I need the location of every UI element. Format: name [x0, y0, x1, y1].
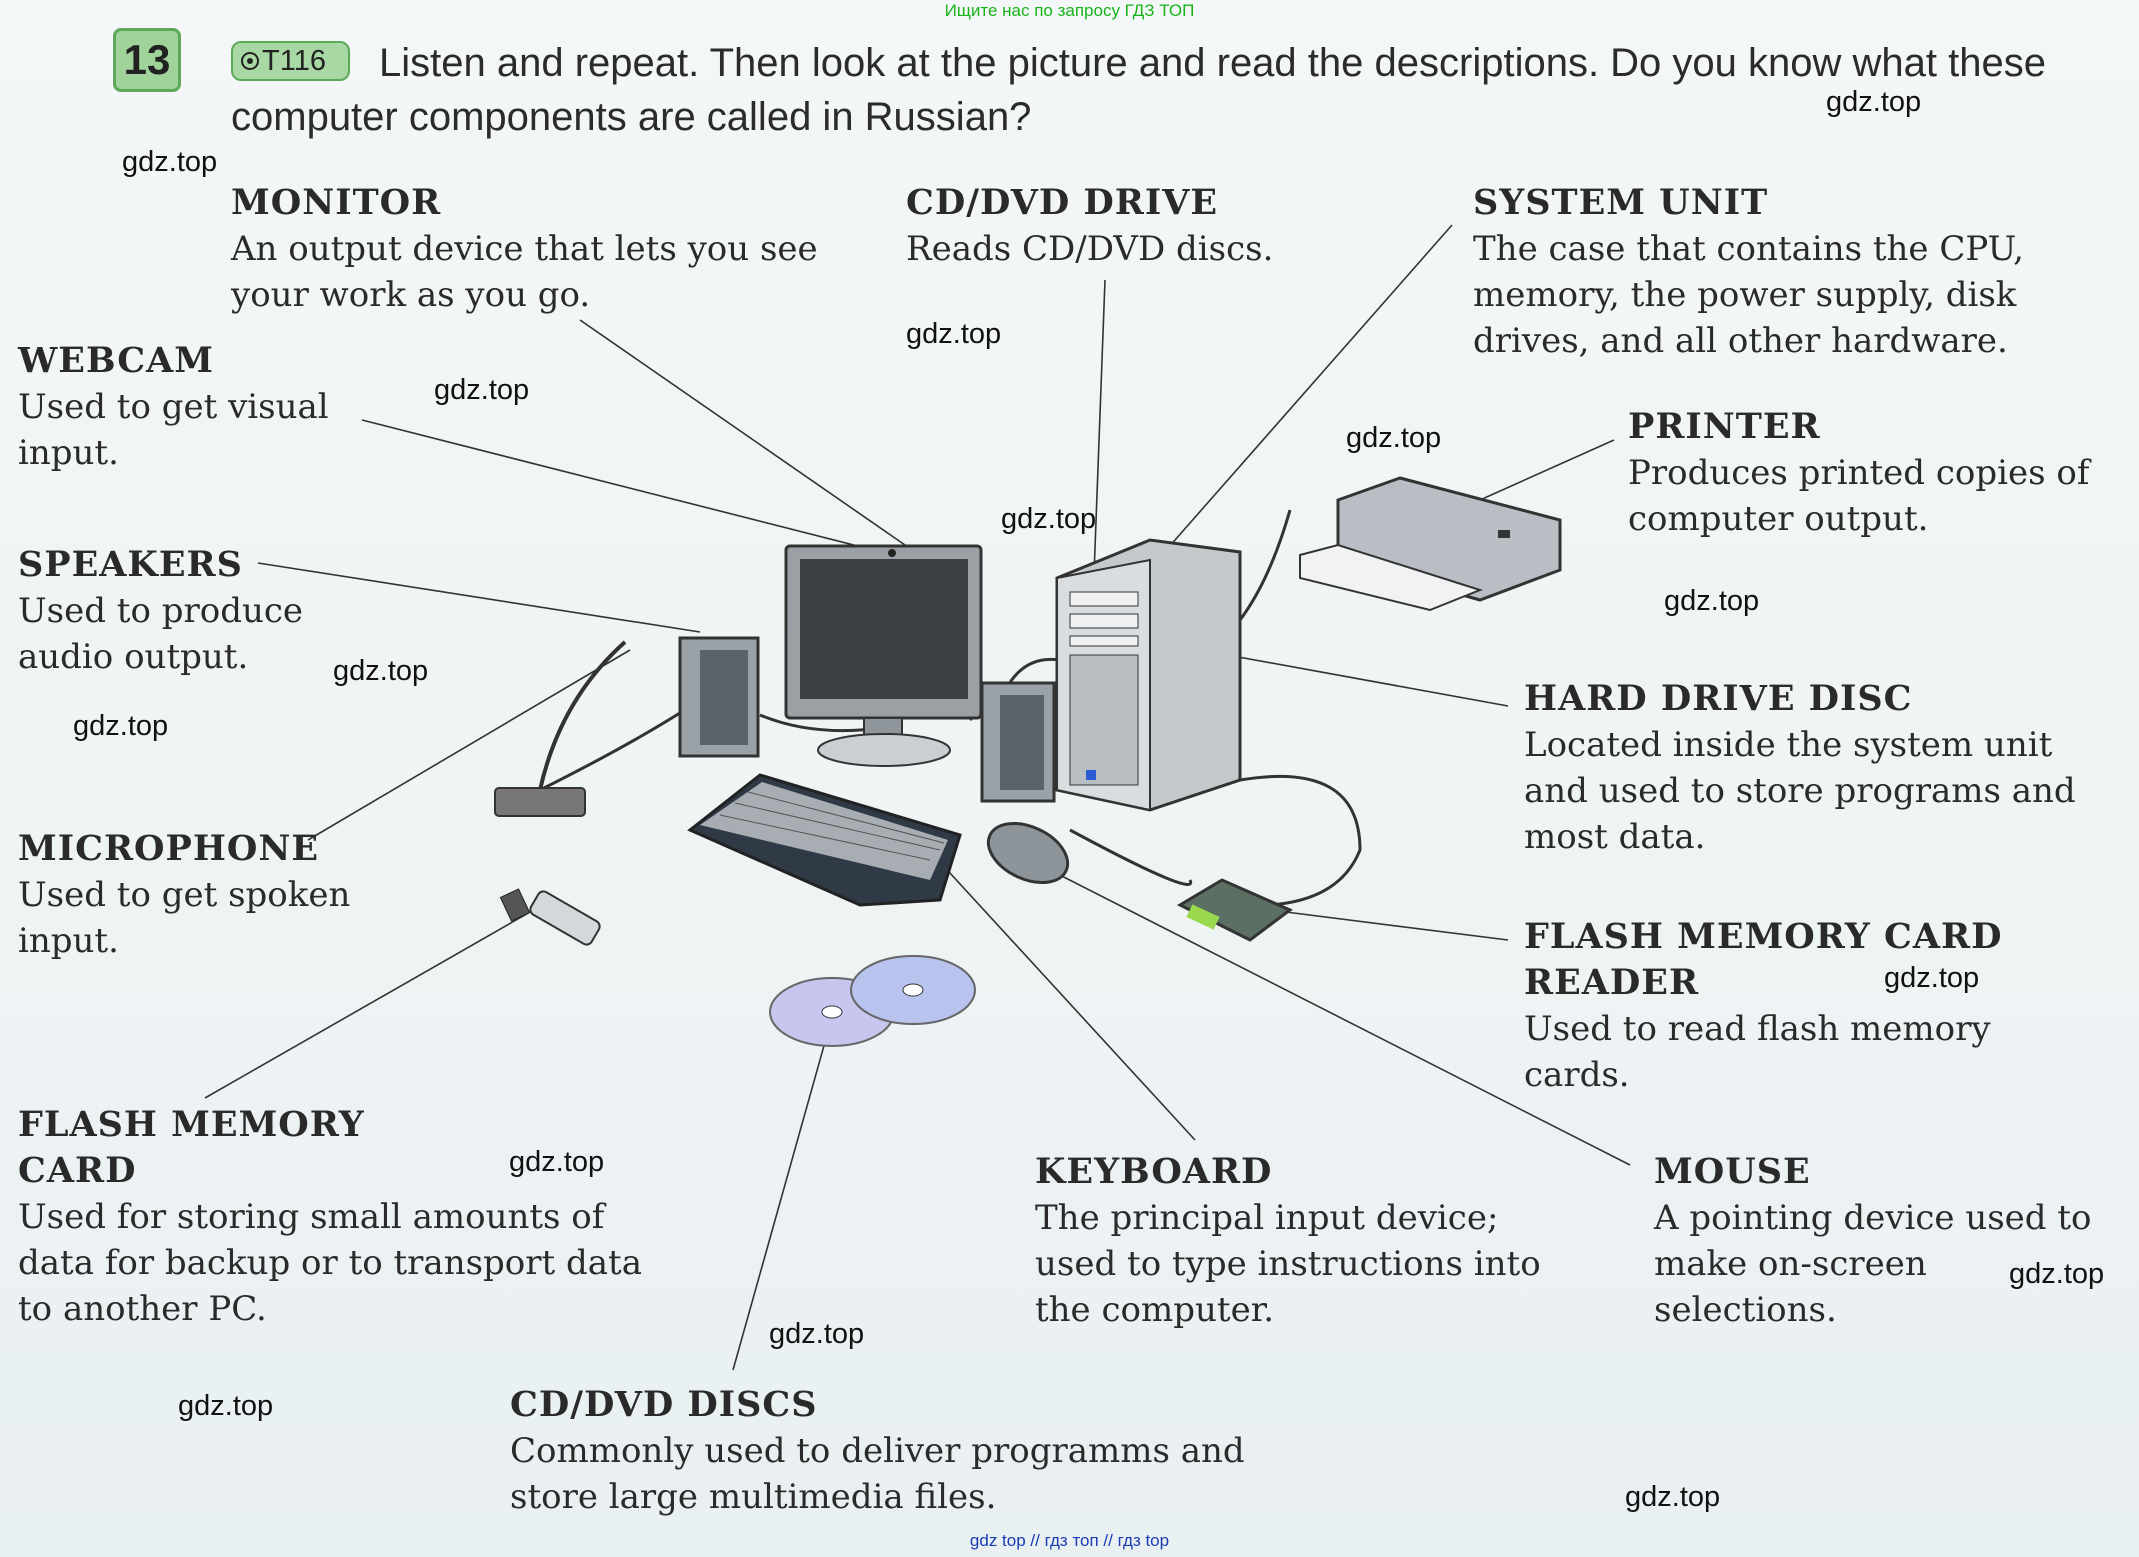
site-banner: Ищите нас по запросу ГДЗ ТОП: [944, 1, 1195, 20]
keyboard-title: KEYBOARD: [1035, 1151, 1273, 1192]
speakers-text: Used to produce audio output.: [18, 591, 304, 677]
exercise-number: 13: [113, 28, 181, 92]
cd-discs-title: CD/DVD DISCS: [510, 1384, 818, 1425]
card-reader-title: FLASH MEMORY CARD READER: [1524, 916, 2003, 1003]
microphone-text: Used to get spoken input.: [18, 875, 351, 961]
cd-drive-text: Reads CD/DVD discs.: [906, 229, 1274, 269]
speakers-title: SPEAKERS: [18, 544, 243, 585]
microphone-image: [494, 640, 627, 817]
speakers-description: SPEAKERS Used to produce audio output.: [18, 542, 338, 680]
card-reader-image: [1176, 878, 1293, 942]
webcam-text: Used to get visual input.: [18, 387, 329, 473]
printer-description: PRINTER Produces printed copies of compu…: [1628, 404, 2108, 542]
watermark: gdz.top: [178, 1390, 274, 1422]
printer-text: Produces printed copies of computer outp…: [1628, 453, 2090, 539]
watermark: gdz.top: [73, 710, 169, 742]
hard-drive-title: HARD DRIVE DISC: [1524, 678, 1913, 719]
site-footer: gdz top // гдз топ // гдз top: [969, 1531, 1170, 1550]
watermark: gdz.top: [1346, 422, 1442, 454]
watermark: gdz.top: [769, 1318, 865, 1350]
cd-discs-image: [769, 955, 976, 1047]
monitor-title: MONITOR: [231, 182, 442, 223]
monitor-description: MONITOR An output device that lets you s…: [231, 180, 851, 318]
watermark: gdz.top: [434, 374, 530, 406]
keyboard-image: [687, 773, 962, 907]
exercise-instruction: Listen and repeat. Then look at the pict…: [231, 41, 2046, 139]
microphone-description: MICROPHONE Used to get spoken input.: [18, 826, 358, 964]
printer-image: [1299, 476, 1562, 612]
mouse-text: A pointing device used to make on-screen…: [1654, 1198, 2092, 1330]
watermark: gdz.top: [1664, 585, 1760, 617]
hard-drive-text: Located inside the system unit and used …: [1524, 725, 2076, 857]
flash-card-text: Used for storing small amounts of data f…: [18, 1197, 642, 1329]
card-reader-description: FLASH MEMORY CARD READER Used to read fl…: [1524, 914, 2084, 1098]
webcam-title: WEBCAM: [18, 340, 214, 381]
leader-lines: [204, 224, 1631, 1371]
flash-card-description: FLASH MEMORY CARD Used for storing small…: [18, 1102, 678, 1332]
flash-card-image: [499, 888, 601, 946]
hard-drive-description: HARD DRIVE DISC Located inside the syste…: [1524, 676, 2124, 860]
speakers-image: [678, 636, 1056, 803]
webcam-description: WEBCAM Used to get visual input.: [18, 338, 368, 476]
watermark: gdz.top: [1625, 1481, 1721, 1513]
watermark: gdz.top: [333, 655, 429, 687]
card-reader-text: Used to read flash memory cards.: [1524, 1009, 1991, 1095]
mouse-description: MOUSE A pointing device used to make on-…: [1654, 1149, 2104, 1333]
system-unit-description: SYSTEM UNIT The case that contains the C…: [1473, 180, 2093, 364]
cd-discs-text: Commonly used to deliver programms and s…: [510, 1431, 1245, 1517]
mouse-title: MOUSE: [1654, 1151, 1811, 1192]
microphone-title: MICROPHONE: [18, 828, 320, 869]
cd-drive-title: CD/DVD DRIVE: [906, 182, 1219, 223]
printer-title: PRINTER: [1628, 406, 1821, 447]
track-number: T116: [262, 44, 326, 77]
watermark: gdz.top: [1001, 503, 1097, 535]
flash-card-title: FLASH MEMORY CARD: [18, 1104, 365, 1191]
audio-track-label: T116: [231, 41, 350, 81]
watermark: gdz.top: [906, 318, 1002, 350]
cd-discs-description: CD/DVD DISCS Commonly used to deliver pr…: [510, 1382, 1340, 1520]
system-unit-image: [1055, 538, 1242, 812]
watermark: gdz.top: [1884, 962, 1980, 994]
monitor-text: An output device that lets you see your …: [231, 229, 818, 315]
system-unit-title: SYSTEM UNIT: [1473, 182, 1769, 223]
cd-drive-description: CD/DVD DRIVE Reads CD/DVD discs.: [906, 180, 1326, 272]
watermark: gdz.top: [122, 146, 218, 178]
mouse-image: [986, 821, 1070, 885]
system-unit-text: The case that contains the CPU, memory, …: [1473, 229, 2024, 361]
watermark: gdz.top: [2009, 1258, 2105, 1290]
watermark: gdz.top: [1826, 86, 1922, 118]
keyboard-text: The principal input device; used to type…: [1035, 1198, 1541, 1330]
keyboard-description: KEYBOARD The principal input device; use…: [1035, 1149, 1575, 1333]
audio-disc-icon: [241, 52, 259, 70]
monitor-image: [784, 544, 983, 767]
watermark: gdz.top: [509, 1146, 605, 1178]
